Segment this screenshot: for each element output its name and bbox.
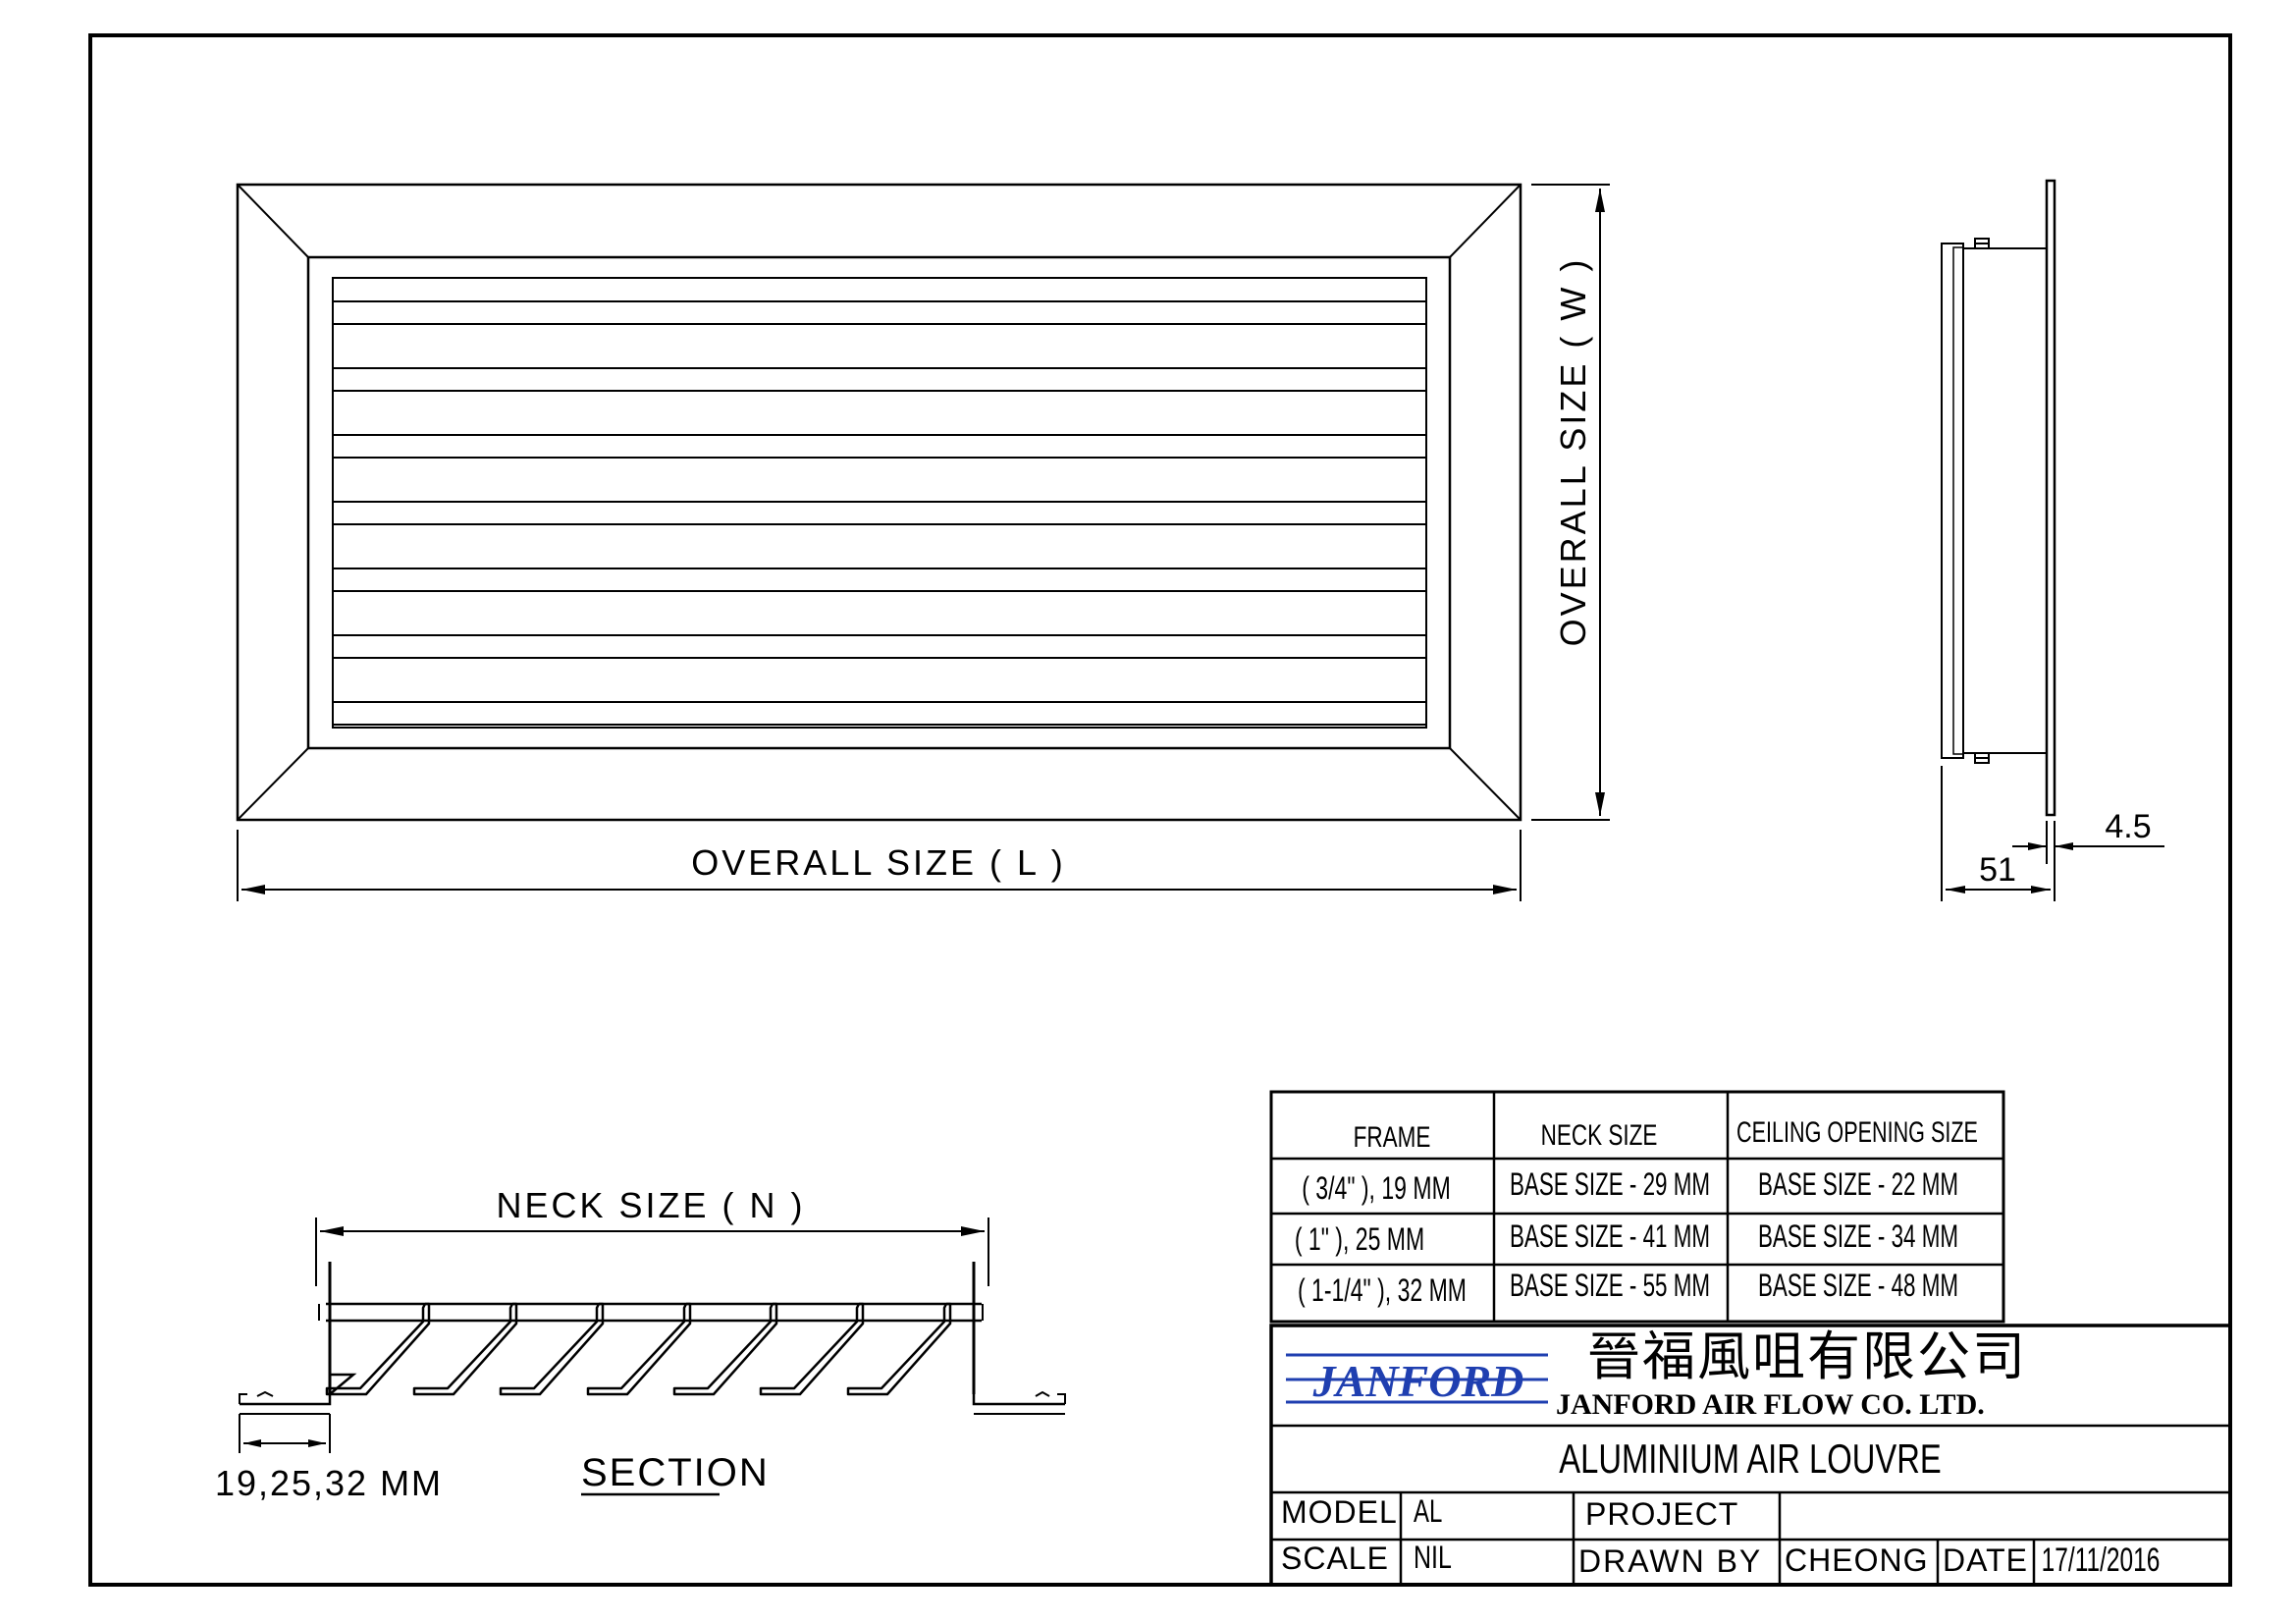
size-table: FRAME NECK SIZE CEILING OPENING SIZE ( 3… — [1269, 1090, 2005, 1324]
table-cell-neck-3: BASE SIZE - 55 MM — [1510, 1268, 1710, 1303]
depth-dimension-text: 51 — [1979, 851, 2016, 889]
sheet-border — [88, 33, 2232, 1587]
company-logo: JANFORD — [1286, 1353, 1548, 1406]
section-blade — [499, 1302, 605, 1396]
drawn-by-label: DRAWN BY — [1578, 1543, 1762, 1579]
section-blade — [846, 1302, 952, 1396]
neck-size-label: NECK SIZE ( N ) — [496, 1185, 805, 1225]
scale-value: NIL — [1414, 1541, 1452, 1576]
project-label: PROJECT — [1585, 1496, 1738, 1532]
side-flange — [2045, 179, 2056, 817]
company-english-name: JANFORD AIR FLOW CO. LTD. — [1556, 1388, 1985, 1421]
title-block: JANFORD 晉福風咀有限公司 JANFORD AIR FLOW CO. LT… — [1269, 1324, 2232, 1587]
flange-dimension-text: 4.5 — [2105, 808, 2151, 845]
side-body — [1941, 243, 1964, 759]
section-blade — [672, 1302, 778, 1396]
front-outer-frame — [236, 183, 1522, 822]
side-view: 51 4.5 — [1941, 179, 2164, 901]
section-view: NECK SIZE ( N ) 19,25,32 MM SECTION — [215, 1185, 1066, 1503]
table-cell-neck-2: BASE SIZE - 41 MM — [1510, 1218, 1710, 1254]
section-title: SECTION — [581, 1451, 770, 1494]
section-blade — [412, 1302, 518, 1396]
table-header-frame: FRAME — [1354, 1120, 1431, 1154]
section-blade-edge — [329, 1373, 357, 1395]
section-blade — [325, 1302, 431, 1396]
width-label: OVERALL SIZE ( W ) — [1553, 257, 1593, 647]
table-cell-ceiling-1: BASE SIZE - 22 MM — [1758, 1166, 1958, 1202]
table-header-neck: NECK SIZE — [1541, 1118, 1658, 1152]
table-cell-frame-3: ( 1-1/4" ), 32 MM — [1298, 1272, 1467, 1308]
section-blade — [586, 1302, 692, 1396]
table-cell-ceiling-3: BASE SIZE - 48 MM — [1758, 1268, 1958, 1303]
date-label: DATE — [1943, 1542, 2028, 1578]
drawn-by-value: CHEONG — [1785, 1542, 1928, 1578]
scale-label: SCALE — [1281, 1541, 1389, 1576]
table-cell-frame-1: ( 3/4" ), 19 MM — [1302, 1170, 1451, 1206]
front-inner-frame — [306, 255, 1452, 750]
front-view: OVERALL SIZE ( L ) OVERALL SIZE ( W ) — [236, 183, 1610, 901]
section-blade — [759, 1302, 865, 1396]
louver-blades — [333, 300, 1426, 726]
date-value: 17/11/2016 — [2042, 1542, 2161, 1579]
table-header-ceiling: CEILING OPENING SIZE — [1736, 1114, 1978, 1148]
section-blades — [325, 1302, 952, 1396]
table-cell-frame-2: ( 1" ), 25 MM — [1295, 1221, 1424, 1257]
company-chinese-name: 晉福風咀有限公司 — [1587, 1327, 2027, 1386]
frame-size-label: 19,25,32 MM — [215, 1463, 443, 1503]
model-value: AL — [1414, 1493, 1442, 1529]
product-title: ALUMINIUM AIR LOUVRE — [1559, 1435, 1941, 1482]
length-label: OVERALL SIZE ( L ) — [691, 842, 1065, 883]
model-label: MODEL — [1281, 1494, 1398, 1530]
table-cell-neck-1: BASE SIZE - 29 MM — [1510, 1166, 1710, 1202]
table-cell-ceiling-2: BASE SIZE - 34 MM — [1758, 1218, 1958, 1254]
